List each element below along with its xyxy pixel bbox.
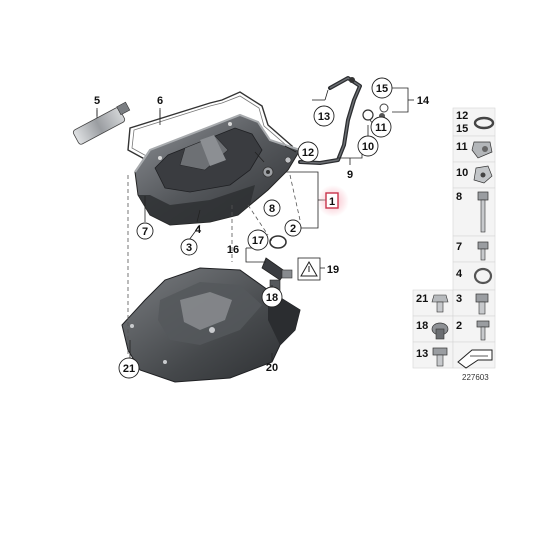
callout-4: 4 [195,224,202,236]
panel-4: 4 [456,268,463,280]
callout-21-circle: 21 [118,357,140,379]
callout-19: 19 [327,264,339,276]
callout-7: 7 [142,226,148,238]
arrow-wedge-icon [457,349,493,369]
callouts: 5 6 7 4 3 8 2 12 13 11 10 9 15 14 1 16 1… [94,77,430,379]
callout-8: 8 [269,203,275,215]
callout-11: 11 [375,122,387,134]
panel-13: 13 [416,348,428,360]
panel-18: 18 [416,320,428,332]
callout-1: 1 [329,196,335,208]
callout-21: 21 [123,363,135,375]
callout-6: 6 [157,95,163,107]
panel-15: 15 [456,123,468,135]
callout-17-circle: 17 [247,229,269,251]
panel-8: 8 [456,191,462,203]
callout-15: 15 [376,83,388,95]
assembly-dashed-lines [127,174,301,355]
panel-7: 7 [456,241,462,253]
callout-14: 14 [417,95,430,107]
callout-3: 3 [186,242,192,254]
panel-12: 12 [456,110,468,122]
callout-10: 10 [362,141,374,153]
panel-3: 3 [456,293,462,305]
oil-pan-part [134,113,301,226]
callout-2-circle: 2 [284,219,302,237]
callout-2: 2 [290,223,296,235]
callout-16: 16 [227,244,239,256]
callout-12: 12 [302,147,314,159]
callout-18: 18 [266,292,278,304]
callout-7-circle: 7 [136,222,154,240]
warning-symbol-icon [297,257,321,281]
callout-18-circle: 18 [261,286,283,308]
callout-20: 20 [266,362,278,374]
callout-8-circle: 8 [263,199,281,217]
callout-13: 13 [318,111,330,123]
panel-2: 2 [456,320,462,332]
sealant-tube-part [72,101,131,145]
callout-12-circle: 12 [297,141,319,163]
panel-21: 21 [416,293,428,305]
underbody-shield-part [121,267,301,383]
callout-17: 17 [252,235,264,247]
callout-3-circle: 3 [180,238,198,256]
callout-11-circle: 11 [370,116,392,138]
small-parts-panel: 12 15 11 10 8 7 4 21 3 18 [412,107,496,369]
callout-9: 9 [347,169,353,181]
callout-15-circle: 15 [371,77,393,99]
dipstick-guide-tube-part [298,76,389,165]
callout-1-box [325,192,339,209]
diagram-id: 227603 [462,373,489,382]
callout-5: 5 [94,95,100,107]
callout-10-circle: 10 [357,135,379,157]
callout-13-circle: 13 [313,105,335,127]
panel-10: 10 [456,167,468,179]
panel-11: 11 [456,141,468,153]
